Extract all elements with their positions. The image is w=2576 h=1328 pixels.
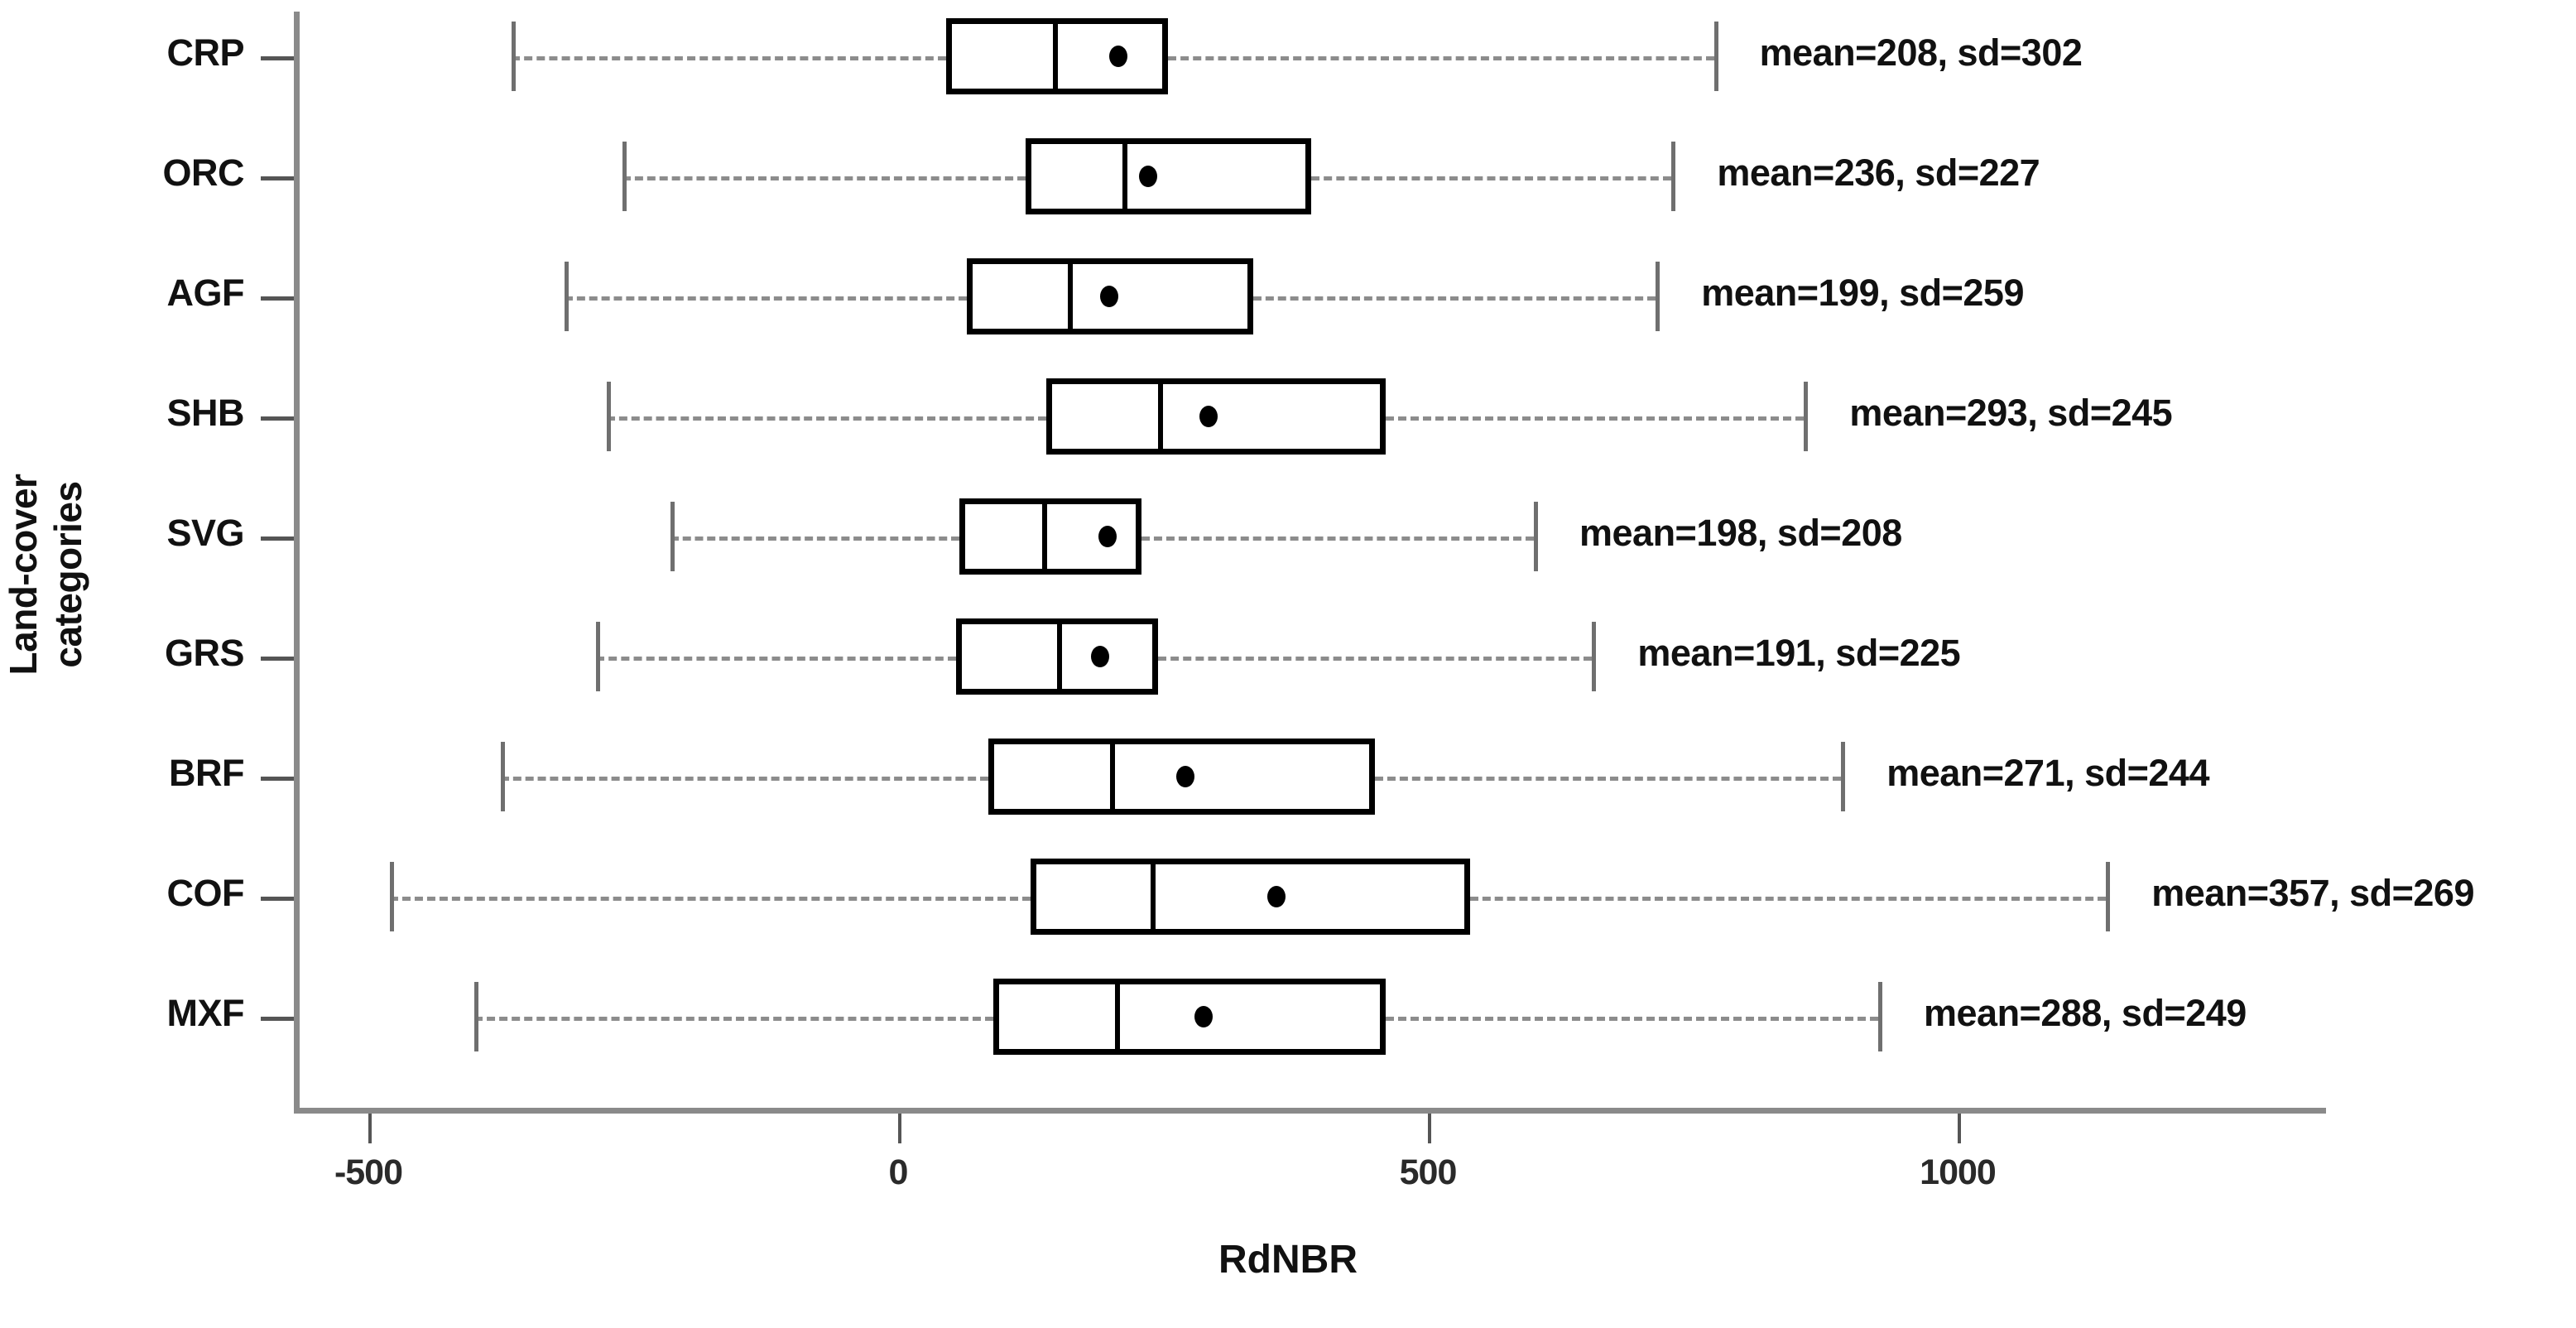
x-axis-line bbox=[294, 1108, 2326, 1114]
y-tick-label-cof: COF bbox=[166, 872, 245, 914]
y-tick-label-svg: SVG bbox=[166, 512, 244, 554]
x-tick-mark bbox=[898, 1114, 901, 1143]
median-line bbox=[1057, 618, 1062, 695]
whisker-cap-high bbox=[1656, 262, 1660, 331]
whisker-cap-high bbox=[1804, 382, 1809, 451]
whisker-line-high bbox=[1252, 296, 1656, 301]
whisker-line-high bbox=[1385, 1017, 1878, 1021]
y-tick-label-orc: ORC bbox=[162, 152, 245, 194]
whisker-line-high bbox=[1470, 897, 2107, 901]
whisker-line-low bbox=[511, 56, 946, 60]
y-tick-mark bbox=[261, 56, 294, 60]
annotation-shb: mean=293, sd=245 bbox=[1849, 392, 2173, 434]
median-line bbox=[1122, 138, 1128, 214]
mean-marker bbox=[1266, 886, 1286, 907]
whisker-line-high bbox=[1157, 657, 1593, 661]
median-line bbox=[1157, 378, 1163, 455]
median-line bbox=[1042, 498, 1048, 575]
box-iqr bbox=[1046, 378, 1386, 455]
y-tick-mark bbox=[261, 1017, 294, 1021]
mean-marker bbox=[1099, 286, 1118, 307]
median-line bbox=[1115, 979, 1121, 1055]
mean-marker bbox=[1139, 166, 1158, 187]
whisker-cap-low bbox=[607, 382, 611, 451]
y-tick-mark bbox=[261, 296, 294, 301]
whisker-line-low bbox=[564, 296, 968, 301]
whisker-cap-low bbox=[389, 862, 394, 931]
y-tick-mark bbox=[261, 176, 294, 180]
y-tick-mark bbox=[261, 777, 294, 781]
annotation-mxf: mean=288, sd=249 bbox=[1924, 992, 2247, 1034]
x-tick-mark bbox=[368, 1114, 372, 1143]
mean-marker bbox=[1109, 46, 1128, 67]
whisker-cap-high bbox=[1671, 142, 1676, 211]
whisker-line-high bbox=[1385, 416, 1805, 421]
annotation-cof: mean=357, sd=269 bbox=[2151, 872, 2474, 914]
whisker-cap-low bbox=[474, 982, 478, 1051]
median-line bbox=[1110, 739, 1115, 815]
median-line bbox=[1067, 258, 1073, 334]
whisker-line-low bbox=[607, 416, 1047, 421]
annotation-agf: mean=199, sd=259 bbox=[1701, 272, 2024, 314]
whisker-line-high bbox=[1311, 176, 1672, 180]
y-axis-line bbox=[294, 12, 300, 1113]
annotation-crp: mean=208, sd=302 bbox=[1759, 31, 2083, 74]
whisker-line-low bbox=[622, 176, 1026, 180]
box-iqr bbox=[993, 979, 1386, 1055]
y-tick-label-shb: SHB bbox=[166, 392, 244, 434]
x-tick-label: 1000 bbox=[1920, 1152, 1997, 1192]
mean-marker bbox=[1199, 406, 1218, 427]
whisker-cap-high bbox=[1878, 982, 1882, 1051]
annotation-grs: mean=191, sd=225 bbox=[1637, 632, 1961, 674]
whisker-cap-low bbox=[564, 262, 569, 331]
x-tick-label: 500 bbox=[1399, 1152, 1458, 1192]
mean-marker bbox=[1175, 766, 1194, 787]
annotation-orc: mean=236, sd=227 bbox=[1717, 152, 2040, 194]
box-iqr bbox=[1031, 859, 1471, 935]
median-line bbox=[1052, 18, 1058, 94]
whisker-line-high bbox=[1168, 56, 1714, 60]
whisker-line-low bbox=[474, 1017, 994, 1021]
whisker-line-low bbox=[596, 657, 957, 661]
whisker-cap-low bbox=[670, 502, 675, 571]
whisker-cap-low bbox=[596, 622, 601, 691]
whisker-line-low bbox=[501, 777, 988, 781]
x-tick-label: -500 bbox=[334, 1152, 403, 1192]
y-tick-mark bbox=[261, 536, 294, 541]
annotation-svg: mean=198, sd=208 bbox=[1579, 512, 1902, 554]
y-tick-label-crp: CRP bbox=[166, 31, 244, 74]
median-line bbox=[1150, 859, 1156, 935]
x-tick-mark bbox=[1958, 1114, 1961, 1143]
whisker-cap-low bbox=[501, 742, 505, 811]
y-tick-label-mxf: MXF bbox=[166, 992, 245, 1034]
whisker-line-high bbox=[1141, 536, 1534, 541]
y-tick-label-grs: GRS bbox=[164, 632, 245, 674]
y-tick-label-brf: BRF bbox=[169, 752, 244, 794]
whisker-cap-high bbox=[1713, 22, 1718, 91]
whisker-line-low bbox=[389, 897, 1031, 901]
whisker-cap-low bbox=[511, 22, 516, 91]
whisker-cap-high bbox=[1534, 502, 1538, 571]
whisker-cap-high bbox=[1841, 742, 1846, 811]
whisker-cap-low bbox=[622, 142, 627, 211]
whisker-line-high bbox=[1375, 777, 1842, 781]
y-tick-mark bbox=[261, 416, 294, 421]
x-axis-title: RdNBR bbox=[1218, 1238, 1358, 1282]
mean-marker bbox=[1098, 526, 1117, 547]
y-tick-mark bbox=[261, 657, 294, 661]
annotation-brf: mean=271, sd=244 bbox=[1886, 752, 2209, 794]
x-tick-mark bbox=[1428, 1114, 1431, 1143]
box-iqr bbox=[956, 618, 1158, 695]
whisker-cap-high bbox=[2106, 862, 2111, 931]
whisker-line-low bbox=[670, 536, 960, 541]
mean-marker bbox=[1194, 1006, 1213, 1027]
y-axis-title: Land-cover categories bbox=[2, 474, 89, 676]
y-tick-label-agf: AGF bbox=[166, 272, 245, 314]
box-iqr bbox=[1025, 138, 1312, 214]
whisker-cap-high bbox=[1592, 622, 1597, 691]
mean-marker bbox=[1091, 646, 1110, 667]
y-tick-mark bbox=[261, 897, 294, 901]
x-tick-label: 0 bbox=[888, 1152, 909, 1192]
